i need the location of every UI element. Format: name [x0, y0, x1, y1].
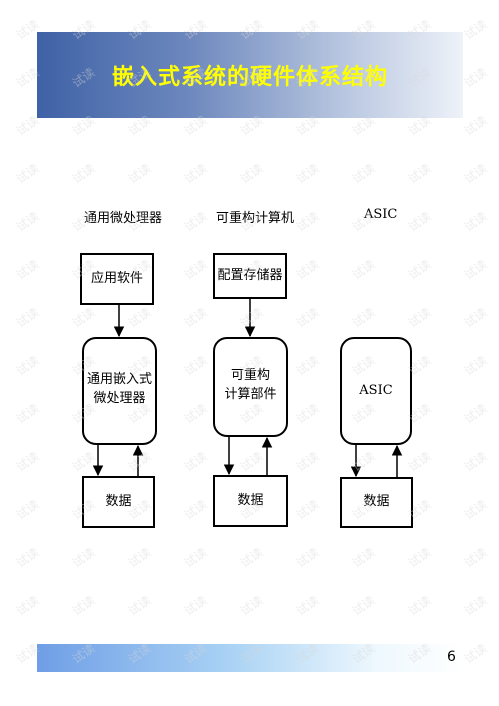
column-label-reconfigurable-computer: 可重构计算机 — [216, 211, 295, 226]
column-label-asic: ASIC — [364, 207, 398, 222]
general-embedded-processor-box: 通用嵌入式 微处理器 — [82, 337, 157, 445]
general-embedded-processor-line1: 通用嵌入式 — [86, 372, 152, 387]
data-box-3-label: 数据 — [363, 494, 390, 510]
data-box-1-label: 数据 — [105, 493, 132, 509]
general-embedded-processor-line2: 微处理器 — [93, 390, 146, 406]
data-box-1: 数据 — [82, 476, 155, 528]
data-box-2-label: 数据 — [237, 492, 264, 508]
reconfigurable-compute-line1: 可重构 — [230, 368, 270, 383]
column-label-general-processor: 通用微处理器 — [84, 211, 163, 226]
reconfigurable-compute-line2: 计算部件 — [224, 386, 277, 402]
reconfigurable-compute-box: 可重构 计算部件 — [213, 337, 288, 437]
application-software-box: 应用软件 — [80, 253, 154, 305]
asic-box-label: ASIC — [359, 382, 393, 398]
data-box-2: 数据 — [213, 475, 288, 527]
application-software-label: 应用软件 — [90, 270, 143, 286]
config-memory-label: 配置存储器 — [217, 267, 283, 283]
title-bar: 嵌入式系统的硬件体系结构 — [37, 32, 463, 118]
page-number: 6 — [447, 649, 456, 665]
data-box-3: 数据 — [340, 477, 413, 528]
footer-bar — [37, 644, 463, 672]
config-memory-box: 配置存储器 — [213, 253, 287, 299]
asic-box: ASIC — [340, 337, 412, 445]
slide-title: 嵌入式系统的硬件体系结构 — [111, 65, 388, 90]
